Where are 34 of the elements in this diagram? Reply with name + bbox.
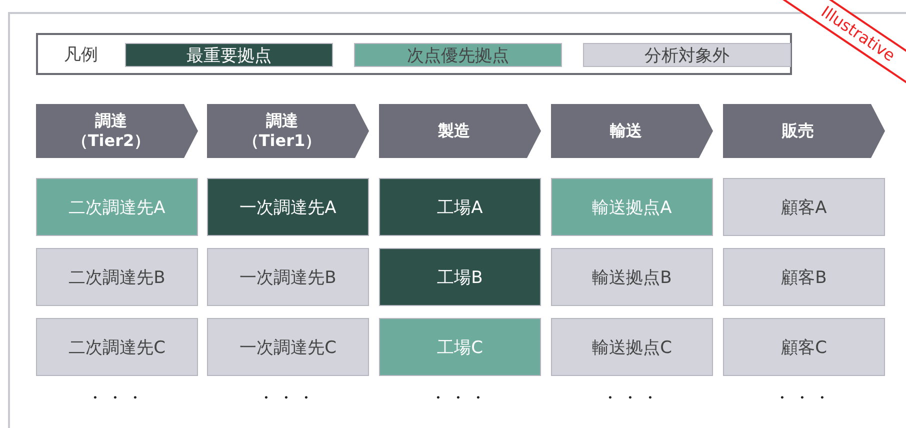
site-box: 顧客B (723, 248, 885, 306)
site-box: 顧客C (723, 318, 885, 376)
site-box: 輸送拠点B (551, 248, 713, 306)
site-box: 二次調達先A (36, 178, 198, 236)
ellipsis: ・・・ (601, 388, 663, 409)
stage-header (723, 104, 885, 158)
site-box: 工場C (379, 318, 541, 376)
site-box: 輸送拠点C (551, 318, 713, 376)
stage-label: 販売 (780, 121, 815, 141)
stage-header (207, 104, 369, 158)
legend-swatch: 最重要拠点 (125, 43, 333, 67)
ellipsis: ・・・ (773, 388, 835, 409)
site-box: 一次調達先C (207, 318, 369, 376)
stage-label: 製造 (437, 121, 471, 141)
site-box: 一次調達先A (207, 178, 369, 236)
site-box: 二次調達先B (36, 248, 198, 306)
site-box: 工場A (379, 178, 541, 236)
site-box: 輸送拠点A (551, 178, 713, 236)
stage-label: 調達（Tier2） (70, 111, 152, 151)
site-box: 二次調達先C (36, 318, 198, 376)
site-box: 一次調達先B (207, 248, 369, 306)
ellipsis: ・・・ (429, 388, 491, 409)
stage-header (379, 104, 541, 158)
stage-header (551, 104, 713, 158)
legend-swatch: 次点優先拠点 (354, 43, 562, 67)
legend-swatch: 分析対象外 (583, 43, 791, 67)
ellipsis: ・・・ (257, 388, 319, 409)
stage-header (36, 104, 198, 158)
stage-label: 調達（Tier1） (242, 111, 322, 151)
legend-title: 凡例 (64, 44, 98, 67)
site-box: 工場B (379, 248, 541, 306)
ellipsis: ・・・ (86, 388, 148, 409)
stage-label: 輸送 (609, 121, 643, 141)
site-box: 顧客A (723, 178, 885, 236)
